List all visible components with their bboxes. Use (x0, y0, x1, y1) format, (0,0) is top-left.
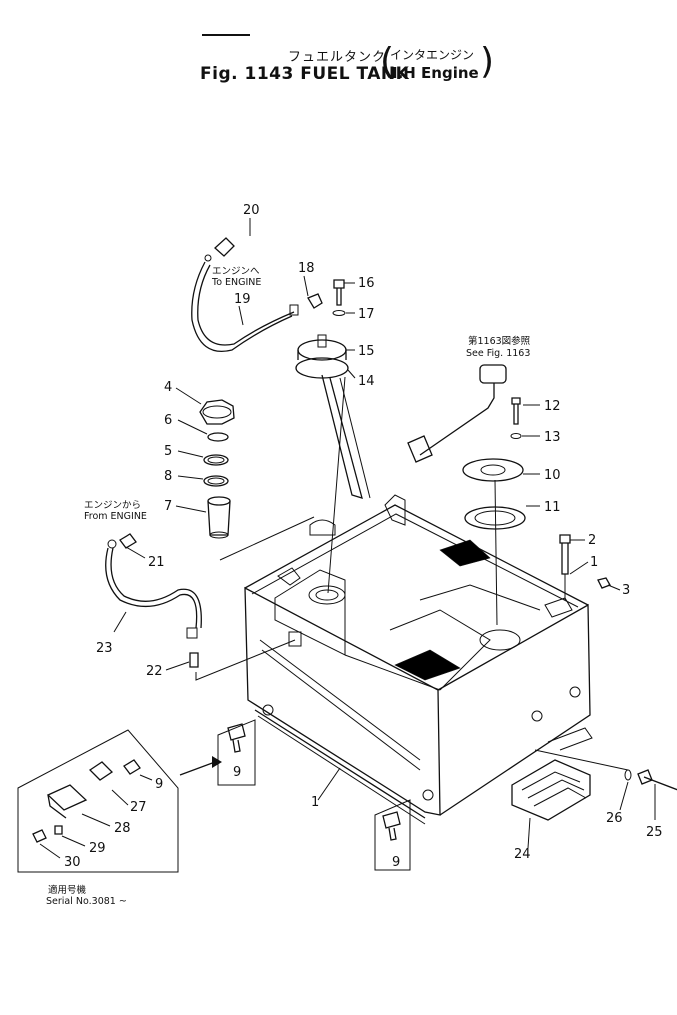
callout-9-inset: 9 (155, 777, 163, 792)
mount-bolt-assembly (559, 534, 611, 600)
diagram-notes: エンジンへ To ENGINE エンジンから From ENGINE 第1163… (46, 266, 531, 907)
callout-8: 8 (164, 469, 172, 484)
callout-5: 5 (164, 444, 172, 459)
fuel-tank-body (244, 494, 591, 825)
note-serial-jp: 適用号機 (48, 884, 87, 896)
callout-4: 4 (164, 380, 172, 395)
callout-19: 19 (234, 292, 251, 307)
callout-12: 12 (544, 399, 561, 414)
note-see-fig-jp: 第1163図参照 (468, 335, 531, 347)
callout-23: 23 (96, 641, 113, 656)
callout-numbers: 20 18 16 17 15 14 19 4 6 5 8 7 21 23 22 … (64, 203, 663, 870)
callout-30: 30 (64, 855, 81, 870)
title-subtitle-english: I.H Engine (392, 64, 479, 82)
callout-22: 22 (146, 664, 163, 679)
callout-20: 20 (243, 203, 260, 218)
title-paren-left: ( (380, 41, 395, 82)
step-assembly (511, 727, 677, 821)
callout-24: 24 (514, 847, 531, 862)
title-japanese: フュエルタンク (288, 50, 387, 65)
callout-leaders (39, 218, 656, 859)
callout-1-upper: 1 (590, 555, 598, 570)
note-serial-en: Serial No.3081 ~ (46, 896, 127, 907)
callout-29: 29 (89, 841, 106, 856)
title-subtitle-japanese: インタエンジン (390, 48, 475, 62)
drain-bolt-group-left (217, 719, 256, 786)
title-dash (202, 34, 250, 36)
drain-bolt-group-right (374, 799, 411, 871)
title-english: Fig. 1143 FUEL TANK (200, 64, 410, 84)
note-from-engine-en: From ENGINE (84, 511, 147, 522)
callout-21: 21 (148, 555, 165, 570)
callout-18: 18 (298, 261, 315, 276)
callout-15: 15 (358, 344, 375, 359)
callout-6: 6 (164, 413, 172, 428)
callout-3: 3 (622, 583, 630, 598)
note-from-engine-jp: エンジンから (84, 500, 141, 511)
callout-25: 25 (646, 825, 663, 840)
callout-27: 27 (130, 800, 147, 815)
hose-from-engine (105, 533, 296, 681)
callout-7: 7 (164, 499, 172, 514)
callout-1-lower: 1 (311, 795, 319, 810)
callout-2: 2 (588, 533, 596, 548)
hose-to-engine (191, 237, 299, 352)
callout-16: 16 (358, 276, 375, 291)
callout-11: 11 (544, 500, 561, 515)
callout-9-left: 9 (233, 765, 241, 780)
note-to-engine-en: To ENGINE (211, 277, 261, 288)
callout-10: 10 (544, 468, 561, 483)
inset-detail-box (17, 729, 222, 873)
note-see-fig-en: See Fig. 1163 (466, 348, 530, 359)
callout-28: 28 (114, 821, 131, 836)
title-paren-right: ) (480, 41, 495, 82)
callout-13: 13 (544, 430, 561, 445)
callout-14: 14 (358, 374, 375, 389)
filler-cap-assembly (199, 399, 315, 561)
callout-26: 26 (606, 811, 623, 826)
sender-unit-assembly (295, 279, 371, 594)
gauge-unit-assembly (407, 364, 526, 626)
note-to-engine-jp: エンジンへ (212, 266, 260, 277)
callout-17: 17 (358, 307, 375, 322)
callout-9-right: 9 (392, 855, 400, 870)
